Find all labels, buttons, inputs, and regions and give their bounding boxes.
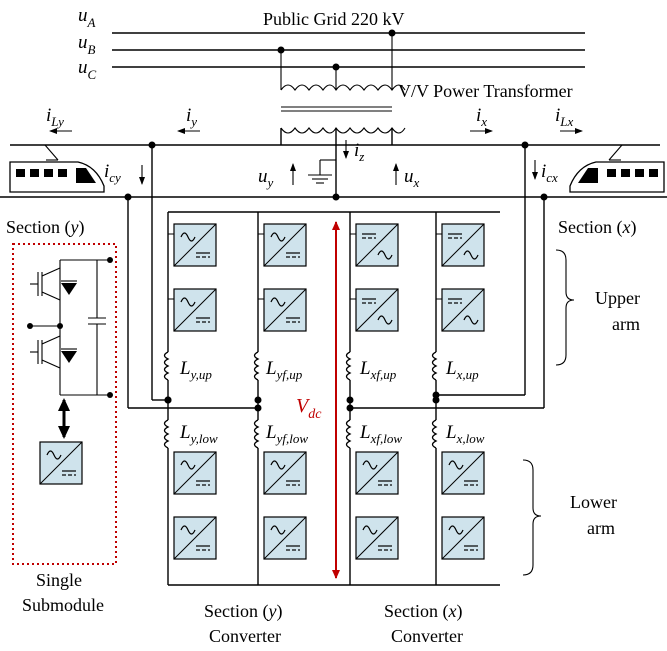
section-x-label: Section (x) — [558, 217, 637, 238]
converter-x-caption: Section (x) — [384, 601, 463, 622]
inductor-xf-up — [345, 351, 352, 381]
vdc-label: Vdc — [296, 395, 322, 422]
grid-title: Public Grid 220 kV — [263, 9, 405, 29]
i-cx-label: icx — [541, 161, 558, 185]
submodule-xf-low-2 — [355, 516, 399, 560]
inductor-y-low — [163, 419, 170, 449]
L-yf-low-label: Lyf,low — [265, 422, 308, 446]
upper-arm-line1: Upper — [595, 288, 640, 308]
converter-y-caption-line2: Converter — [209, 626, 281, 646]
inductor-x-low — [431, 419, 438, 449]
converter-y-caption: Section (y) — [204, 601, 283, 622]
L-xf-up-label: Lxf,up — [359, 358, 397, 382]
submodule-y-low-2 — [173, 516, 217, 560]
submodule-label-line2: Submodule — [22, 595, 104, 615]
submodule-xf-up-2 — [355, 288, 399, 332]
i-z-label: iz — [354, 140, 364, 164]
submodule-detail-box — [12, 243, 117, 565]
lower-arm-brace — [522, 459, 542, 576]
u-x-label: ux — [404, 166, 420, 190]
i-Lx-label: iLx — [555, 105, 574, 129]
section-y-label: Section (y) — [6, 217, 85, 238]
inductor-yf-up — [253, 351, 260, 381]
i-y-label: iy — [186, 105, 197, 129]
train-left-icon — [9, 144, 105, 193]
grid-lines — [112, 32, 585, 68]
L-x-up-label: Lx,up — [445, 358, 479, 382]
single-submodule-block — [39, 441, 83, 485]
svg-text:uC: uC — [78, 57, 97, 82]
converter-x-caption-line2: Converter — [391, 626, 463, 646]
submodule-xf-low-1 — [355, 451, 399, 495]
submodule-x-low-1 — [441, 451, 485, 495]
lower-arm-line2: arm — [587, 518, 615, 538]
current-labels: iLy iy ix iLx iz icy icx uy ux — [46, 105, 574, 190]
phase-labels: uA uB uC — [78, 5, 97, 82]
L-xf-low-label: Lxf,low — [359, 422, 402, 446]
upper-arm-line2: arm — [612, 314, 640, 334]
lower-arm-line1: Lower — [570, 492, 617, 512]
submodule-yf-low-2 — [263, 516, 307, 560]
submodule-yf-up-1 — [263, 223, 307, 267]
submodule-y-up-1 — [173, 223, 217, 267]
submodule-yf-low-1 — [263, 451, 307, 495]
transformer-label: V/V Power Transformer — [398, 81, 573, 101]
submodule-yf-up-2 — [263, 288, 307, 332]
inductor-y-up — [163, 351, 170, 381]
train-right-icon — [569, 144, 665, 193]
submodule-y-low-1 — [173, 451, 217, 495]
svg-text:uA: uA — [78, 5, 96, 30]
inductor-xf-low — [345, 419, 352, 449]
converter-bus — [168, 211, 500, 586]
i-cy-label: icy — [104, 161, 121, 185]
L-y-low-label: Ly,low — [179, 422, 218, 446]
i-Ly-label: iLy — [46, 105, 64, 129]
section-y-feeders — [124, 145, 262, 412]
inductor-yf-low — [253, 419, 260, 449]
inductor-x-up — [431, 351, 438, 381]
L-y-up-label: Ly,up — [179, 358, 212, 382]
upper-arm-brace — [555, 249, 575, 366]
submodule-xf-up-1 — [355, 223, 399, 267]
inductor-labels: Ly,up Lyf,up Lxf,up Lx,up Ly,low Lyf,low… — [179, 358, 485, 446]
submodule-label-line1: Single — [36, 570, 82, 590]
i-x-label: ix — [476, 105, 487, 129]
submodule-y-up-2 — [173, 288, 217, 332]
u-y-label: uy — [258, 166, 274, 190]
current-arrows — [49, 128, 583, 185]
svg-text:uB: uB — [78, 32, 96, 57]
v-v-transformer — [280, 84, 406, 134]
L-x-low-label: Lx,low — [445, 422, 485, 446]
converter-columns — [163, 212, 485, 585]
submodule-schematic — [27, 257, 113, 398]
transformer-connections — [277, 29, 396, 90]
L-yf-up-label: Lyf,up — [265, 358, 303, 382]
single-submodule-icon — [39, 441, 83, 485]
submodule-x-up-1 — [441, 223, 485, 267]
submodule-x-low-2 — [441, 516, 485, 560]
submodule-x-up-2 — [441, 288, 485, 332]
